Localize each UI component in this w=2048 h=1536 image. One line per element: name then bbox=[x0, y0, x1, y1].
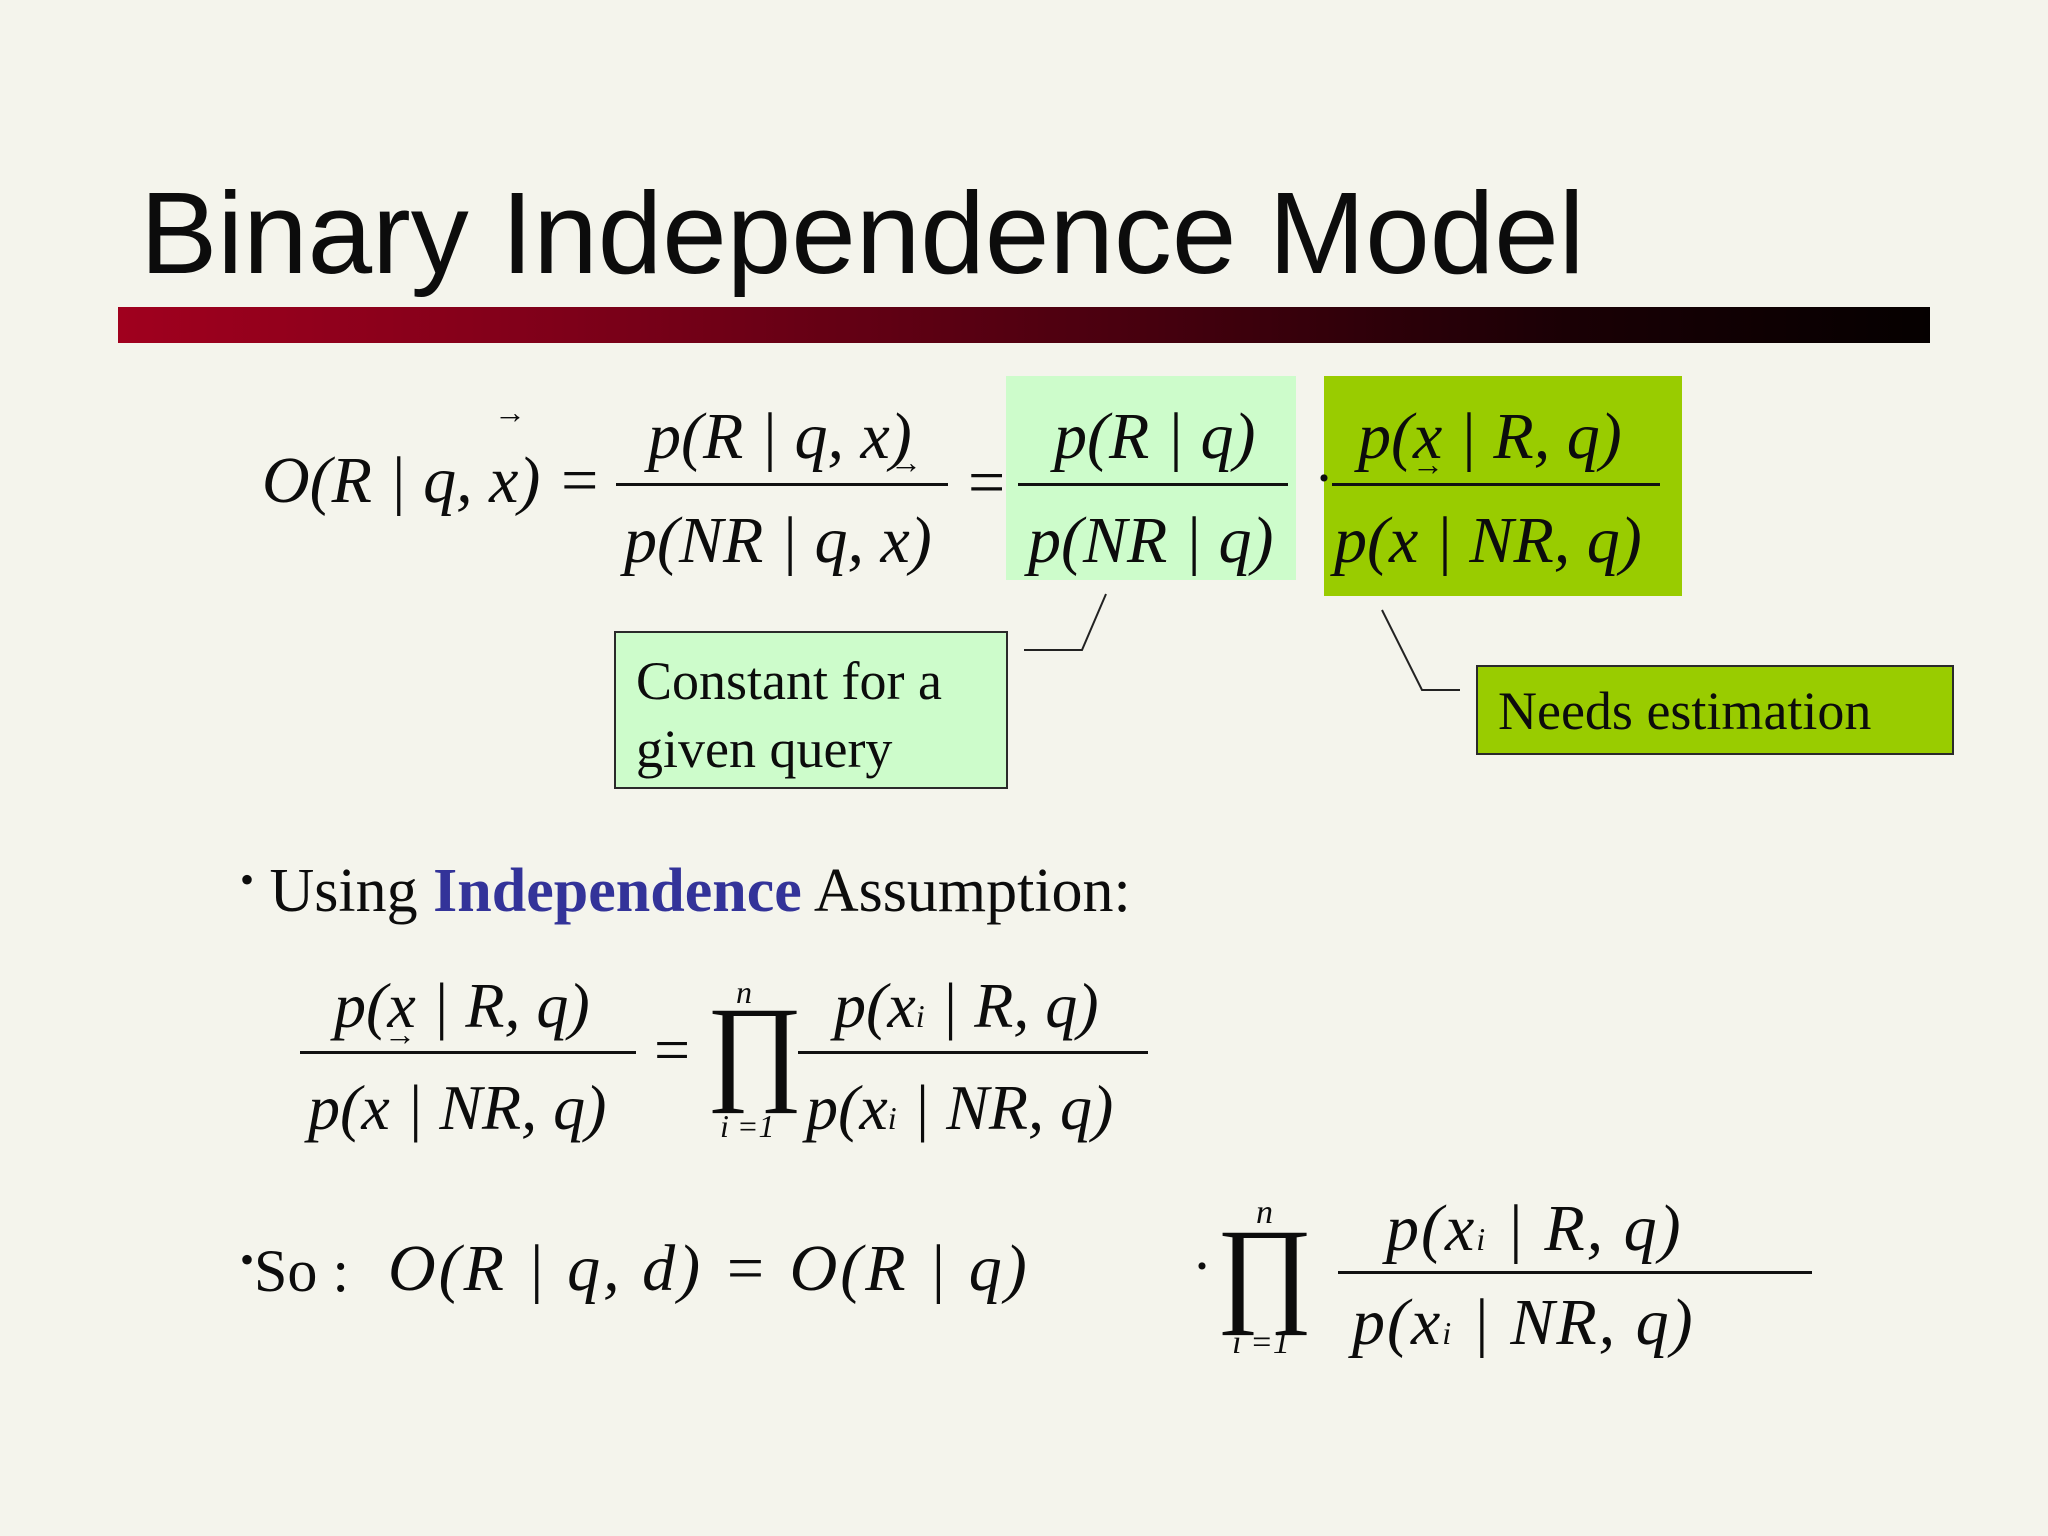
needs-estimation-callout: Needs estimation bbox=[1476, 665, 1954, 755]
fraction2-numerator: p(R | q) bbox=[1054, 400, 1256, 473]
final-numerator: p(xi | R, q) bbox=[1386, 1192, 1683, 1265]
fraction1-numerator: p(R | q, x) bbox=[648, 400, 912, 473]
final-odds-expression: O(R | q, d) = O(R | q) bbox=[388, 1232, 1030, 1305]
eq2-lhs-bar bbox=[300, 1051, 636, 1054]
fraction2-bar bbox=[1018, 483, 1288, 486]
vector-arrow-icon: → bbox=[890, 444, 922, 480]
constant-callout: Constant for a given query bbox=[614, 631, 1008, 789]
bullet-text-post: Assumption: bbox=[801, 857, 1131, 925]
final-denominator: p(xi | NR, q) bbox=[1352, 1286, 1695, 1359]
vector-arrow-icon: → bbox=[1412, 446, 1444, 482]
eq2-lhs-numerator: p(x | R, q) bbox=[334, 970, 590, 1041]
final-multiply-dot: · bbox=[1192, 1233, 1212, 1299]
eq2-equals-sign: = bbox=[654, 1014, 691, 1085]
eq2-product-lower: i =1 bbox=[720, 1108, 775, 1144]
fraction3-denominator: p(x | NR, q) bbox=[1334, 504, 1642, 577]
title-divider bbox=[118, 307, 1930, 343]
eq2-rhs-denominator: p(xi | NR, q) bbox=[806, 1072, 1114, 1143]
estimation-term-box bbox=[1324, 376, 1682, 596]
eq2-product-upper: n bbox=[736, 974, 752, 1010]
final-fraction-bar bbox=[1338, 1271, 1812, 1274]
fraction1-bar bbox=[616, 483, 948, 486]
odds-lhs: O(R | q, x) = bbox=[262, 444, 602, 517]
fraction3-bar bbox=[1332, 483, 1660, 486]
final-product-lower: i =1 bbox=[1232, 1324, 1290, 1361]
eq2-product-symbol: ∏ bbox=[706, 983, 804, 1114]
fraction1-denominator: p(NR | q, x) bbox=[624, 504, 932, 577]
eq2-rhs-bar bbox=[798, 1051, 1148, 1054]
so-bullet: •So : bbox=[240, 1236, 349, 1306]
vector-arrow-icon: → bbox=[494, 394, 526, 430]
eq2-rhs-numerator: p(xi | R, q) bbox=[834, 970, 1099, 1041]
bullet-marker: • bbox=[240, 1237, 255, 1282]
multiply-dot: · bbox=[1314, 445, 1334, 511]
bullet-marker: • bbox=[240, 857, 255, 902]
fraction3-numerator: p(x | R, q) bbox=[1358, 400, 1622, 473]
final-product-upper: n bbox=[1256, 1194, 1273, 1231]
eq2-lhs-denominator: p(x | NR, q) bbox=[308, 1072, 607, 1143]
final-product-symbol: ∏ bbox=[1216, 1205, 1314, 1336]
independence-bullet: • Using Independence Assumption: bbox=[240, 856, 1131, 927]
equals-sign: = bbox=[968, 446, 1006, 519]
constant-term-box bbox=[1006, 376, 1296, 580]
independence-highlight: Independence bbox=[433, 857, 802, 925]
bullet-text-pre: Using bbox=[269, 857, 434, 925]
slide-title: Binary Independence Model bbox=[140, 168, 1585, 298]
fraction2-denominator: p(NR | q) bbox=[1028, 504, 1274, 577]
so-label: So : bbox=[254, 1238, 350, 1304]
vector-arrow-icon: → bbox=[384, 1016, 416, 1052]
